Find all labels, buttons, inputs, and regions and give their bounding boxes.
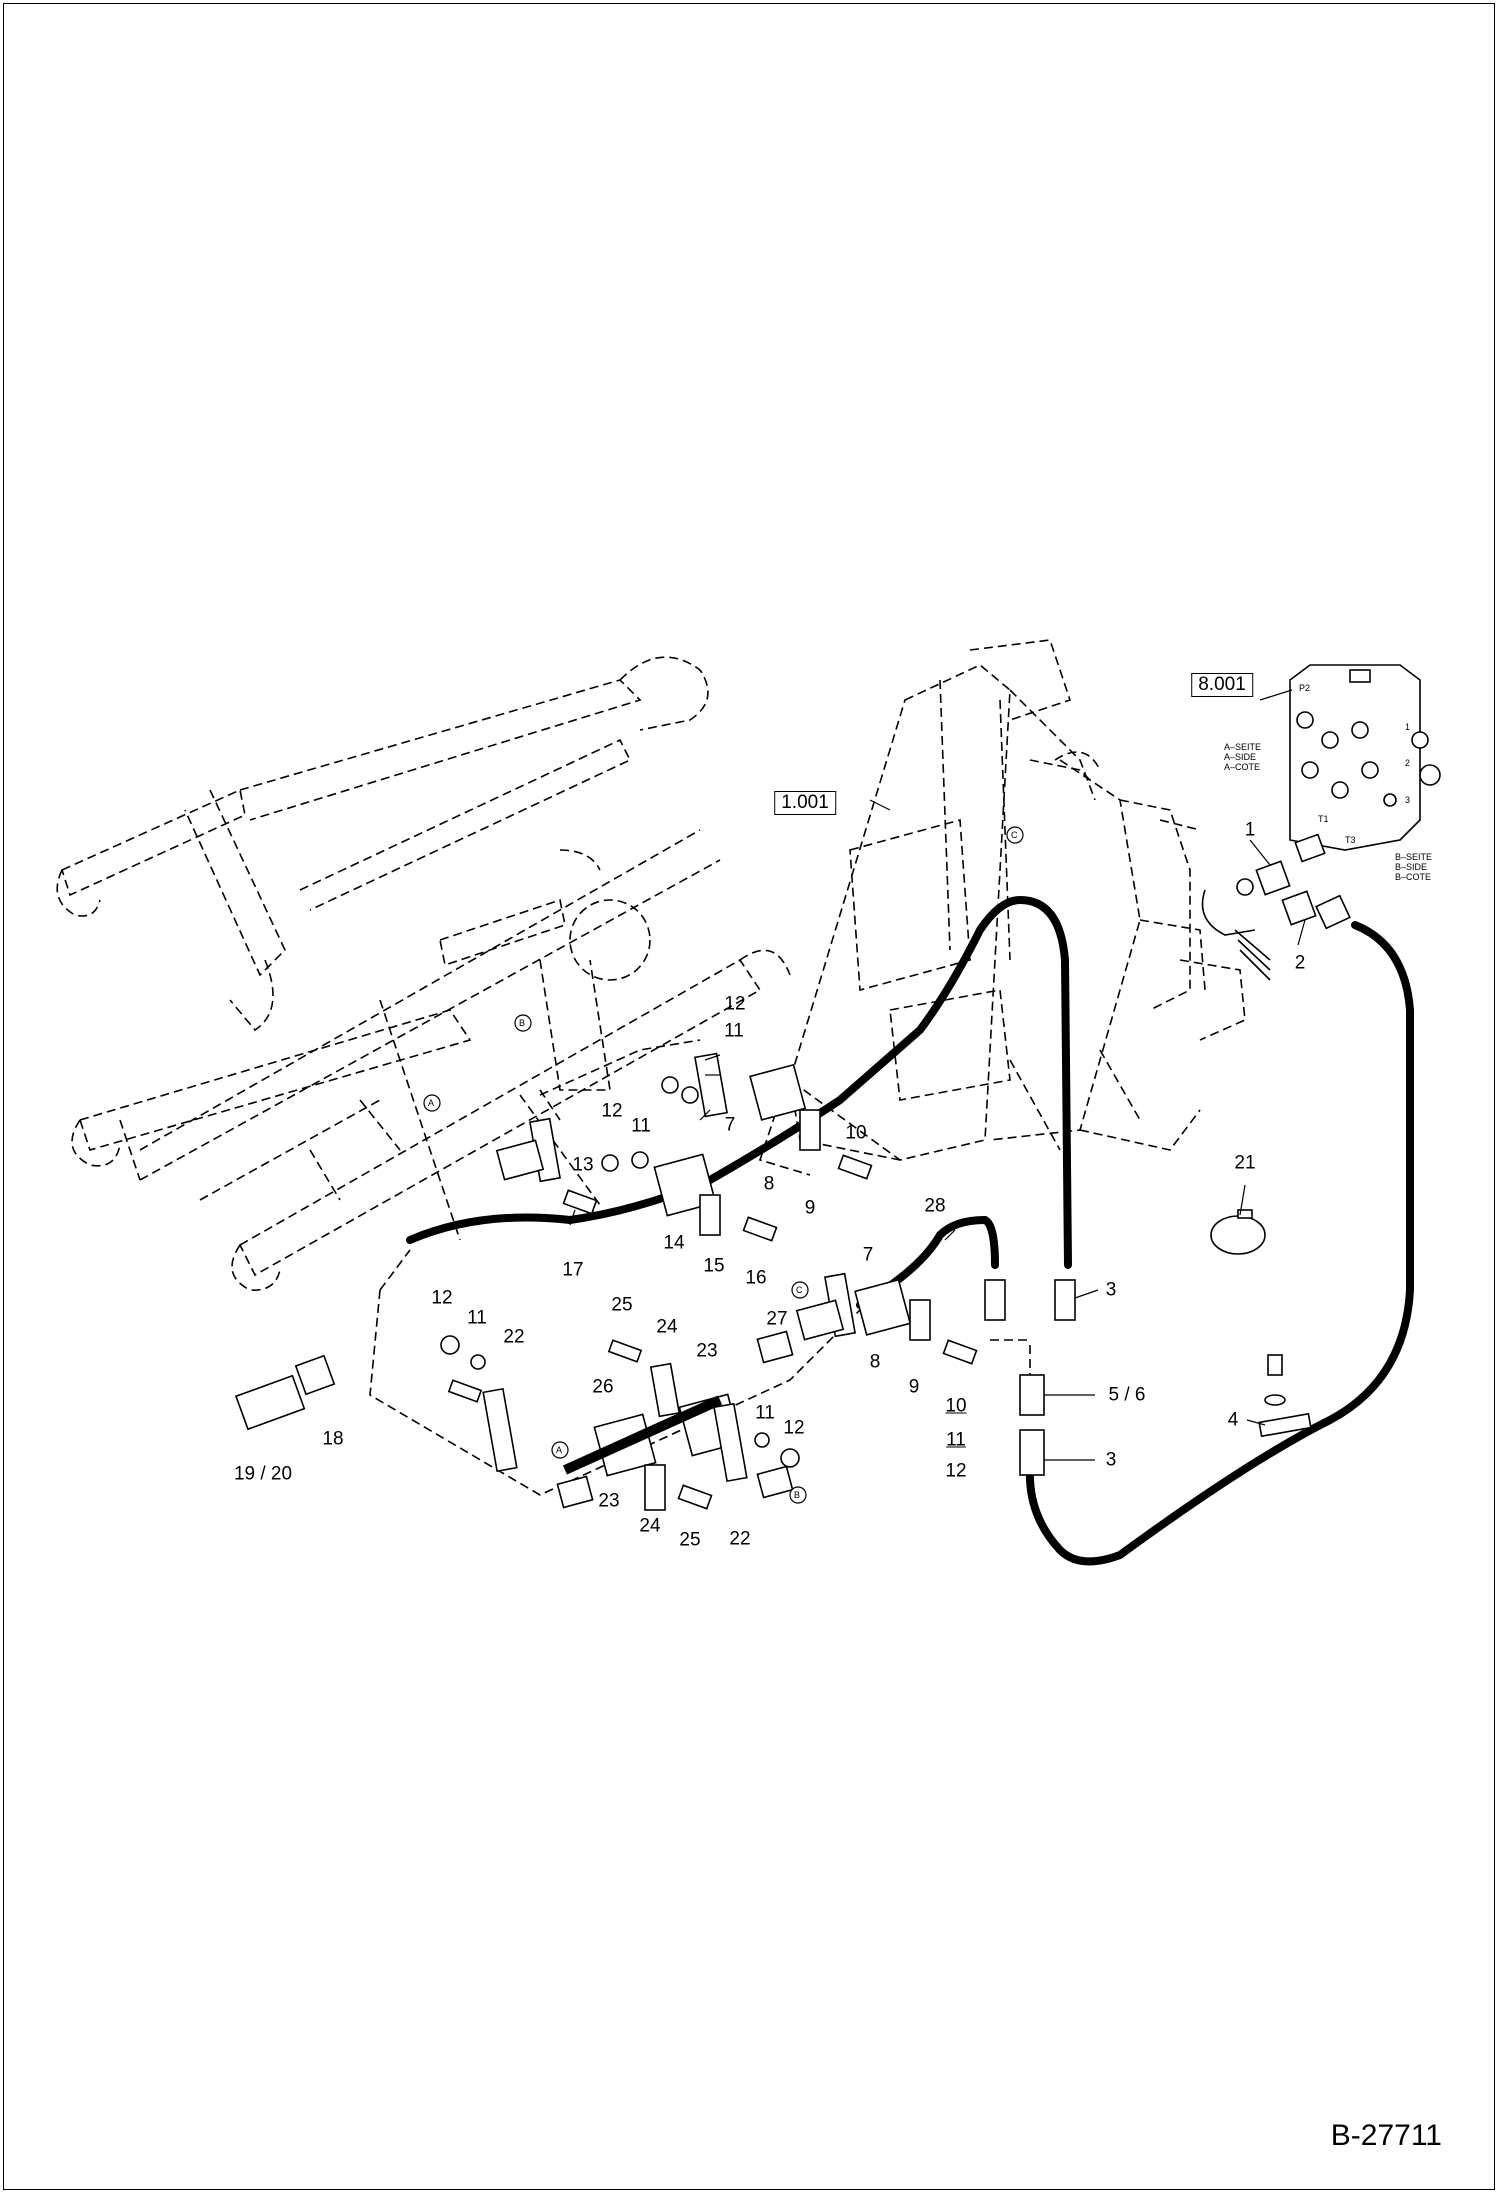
bracket-4 (1258, 1354, 1312, 1438)
callout-7-upper[interactable]: 7 (724, 1114, 736, 1136)
control-valve-8-001 (1289, 664, 1441, 851)
port-p2: P2 (1299, 683, 1311, 693)
marker-c-lower-letter: C (796, 1285, 803, 1295)
callout-11-fraction[interactable]: 11 (946, 1429, 966, 1451)
hose-main-left (406, 895, 1072, 1269)
coupler-18-19-20 (234, 1354, 336, 1431)
side-a-labels: A–SEITE A–SIDE A–COTE (1224, 742, 1262, 772)
callout-28[interactable]: 28 (924, 1195, 946, 1217)
callout-10-lower[interactable]: 10 (945, 1395, 967, 1417)
callout-23-upper[interactable]: 23 (696, 1340, 718, 1362)
callout-15[interactable]: 15 (703, 1255, 725, 1277)
callout-8-lower[interactable]: 8 (869, 1351, 881, 1373)
marker-c-lower (791, 1281, 809, 1299)
marker-a-upper-letter: A (428, 1098, 435, 1108)
callout-11-a[interactable]: 11 (724, 1020, 744, 1042)
callout-10-upper[interactable]: 10 (845, 1122, 867, 1144)
callout-12-c[interactable]: 12 (431, 1287, 453, 1309)
callout-11-c[interactable]: 11 (467, 1307, 487, 1329)
marker-b-lower (789, 1486, 807, 1504)
assembly-outlines (369, 1039, 1031, 1496)
callout-9-upper[interactable]: 9 (804, 1197, 816, 1219)
callout-12-a[interactable]: 12 (724, 993, 746, 1015)
callout-23-lower[interactable]: 23 (598, 1490, 620, 1512)
document-number: B-27711 (1330, 2119, 1442, 2152)
callout-13[interactable]: 13 (572, 1154, 594, 1176)
callout-16[interactable]: 16 (745, 1267, 767, 1289)
drawing-frame (3, 3, 1495, 2190)
marker-b-upper-letter: B (519, 1018, 526, 1028)
callout-18[interactable]: 18 (322, 1428, 344, 1450)
port-t1: T1 (1318, 814, 1329, 824)
clamp-21 (1210, 1215, 1266, 1255)
callout-17[interactable]: 17 (562, 1259, 584, 1281)
clamp-group-upper (495, 1052, 873, 1242)
fittings-1-2 (1201, 833, 1351, 981)
callout-7-lower[interactable]: 7 (862, 1244, 874, 1266)
lift-linkage-outline (56, 656, 791, 1291)
callout-22-upper[interactable]: 22 (503, 1326, 525, 1348)
port-t3: T3 (1345, 835, 1356, 845)
marker-b-upper (514, 1014, 532, 1032)
callout-8-upper[interactable]: 8 (763, 1173, 775, 1195)
port-2: 2 (1405, 758, 1411, 768)
callout-22-lower[interactable]: 22 (729, 1528, 751, 1550)
fittings-5-6-3 (1019, 1374, 1045, 1476)
hose-28 (856, 1215, 999, 1309)
main-frame-outline (758, 639, 1246, 1176)
marker-c-upper (1006, 826, 1024, 844)
callout-1[interactable]: 1 (1244, 819, 1256, 841)
marker-a-lower-letter: A (556, 1445, 563, 1455)
callout-14[interactable]: 14 (663, 1232, 685, 1254)
callout-12-fraction[interactable]: 12 (945, 1460, 967, 1482)
callout-12-b[interactable]: 12 (601, 1100, 623, 1122)
marker-a-upper (423, 1094, 441, 1112)
marker-b-lower-letter: B (794, 1490, 801, 1500)
side-b-labels: B–SEITE B–SIDE B–COTE (1395, 852, 1433, 882)
callout-24-lower[interactable]: 24 (639, 1515, 661, 1537)
callout-11-d[interactable]: 11 (755, 1402, 775, 1424)
callout-5-6[interactable]: 5 / 6 (1108, 1384, 1146, 1406)
callout-25-lower[interactable]: 25 (679, 1529, 701, 1551)
callout-3-lower[interactable]: 3 (1105, 1449, 1117, 1471)
callout-24-upper[interactable]: 24 (656, 1316, 678, 1338)
callout-2[interactable]: 2 (1294, 952, 1306, 974)
ref-control-valve[interactable]: 8.001 (1191, 673, 1253, 697)
callout-21[interactable]: 21 (1234, 1152, 1256, 1174)
marker-a-lower (551, 1441, 569, 1459)
callout-3-upper[interactable]: 3 (1105, 1279, 1117, 1301)
callout-12-d[interactable]: 12 (783, 1417, 805, 1439)
callout-19-20[interactable]: 19 / 20 (233, 1463, 293, 1485)
marker-c-upper-letter: C (1011, 830, 1018, 840)
clamp-group-lower (440, 1272, 978, 1511)
fittings-3-upper (984, 1279, 1076, 1321)
callout-9-lower[interactable]: 9 (908, 1376, 920, 1398)
callout-26[interactable]: 26 (592, 1376, 614, 1398)
ref-main-frame[interactable]: 1.001 (774, 791, 836, 815)
callout-25-upper[interactable]: 25 (611, 1294, 633, 1316)
hose-3-lower (1026, 921, 1414, 1566)
port-3: 3 (1405, 795, 1411, 805)
callout-4[interactable]: 4 (1227, 1409, 1239, 1431)
callout-27[interactable]: 27 (766, 1308, 788, 1330)
port-1: 1 (1405, 722, 1411, 732)
callout-11-b[interactable]: 11 (631, 1115, 651, 1137)
